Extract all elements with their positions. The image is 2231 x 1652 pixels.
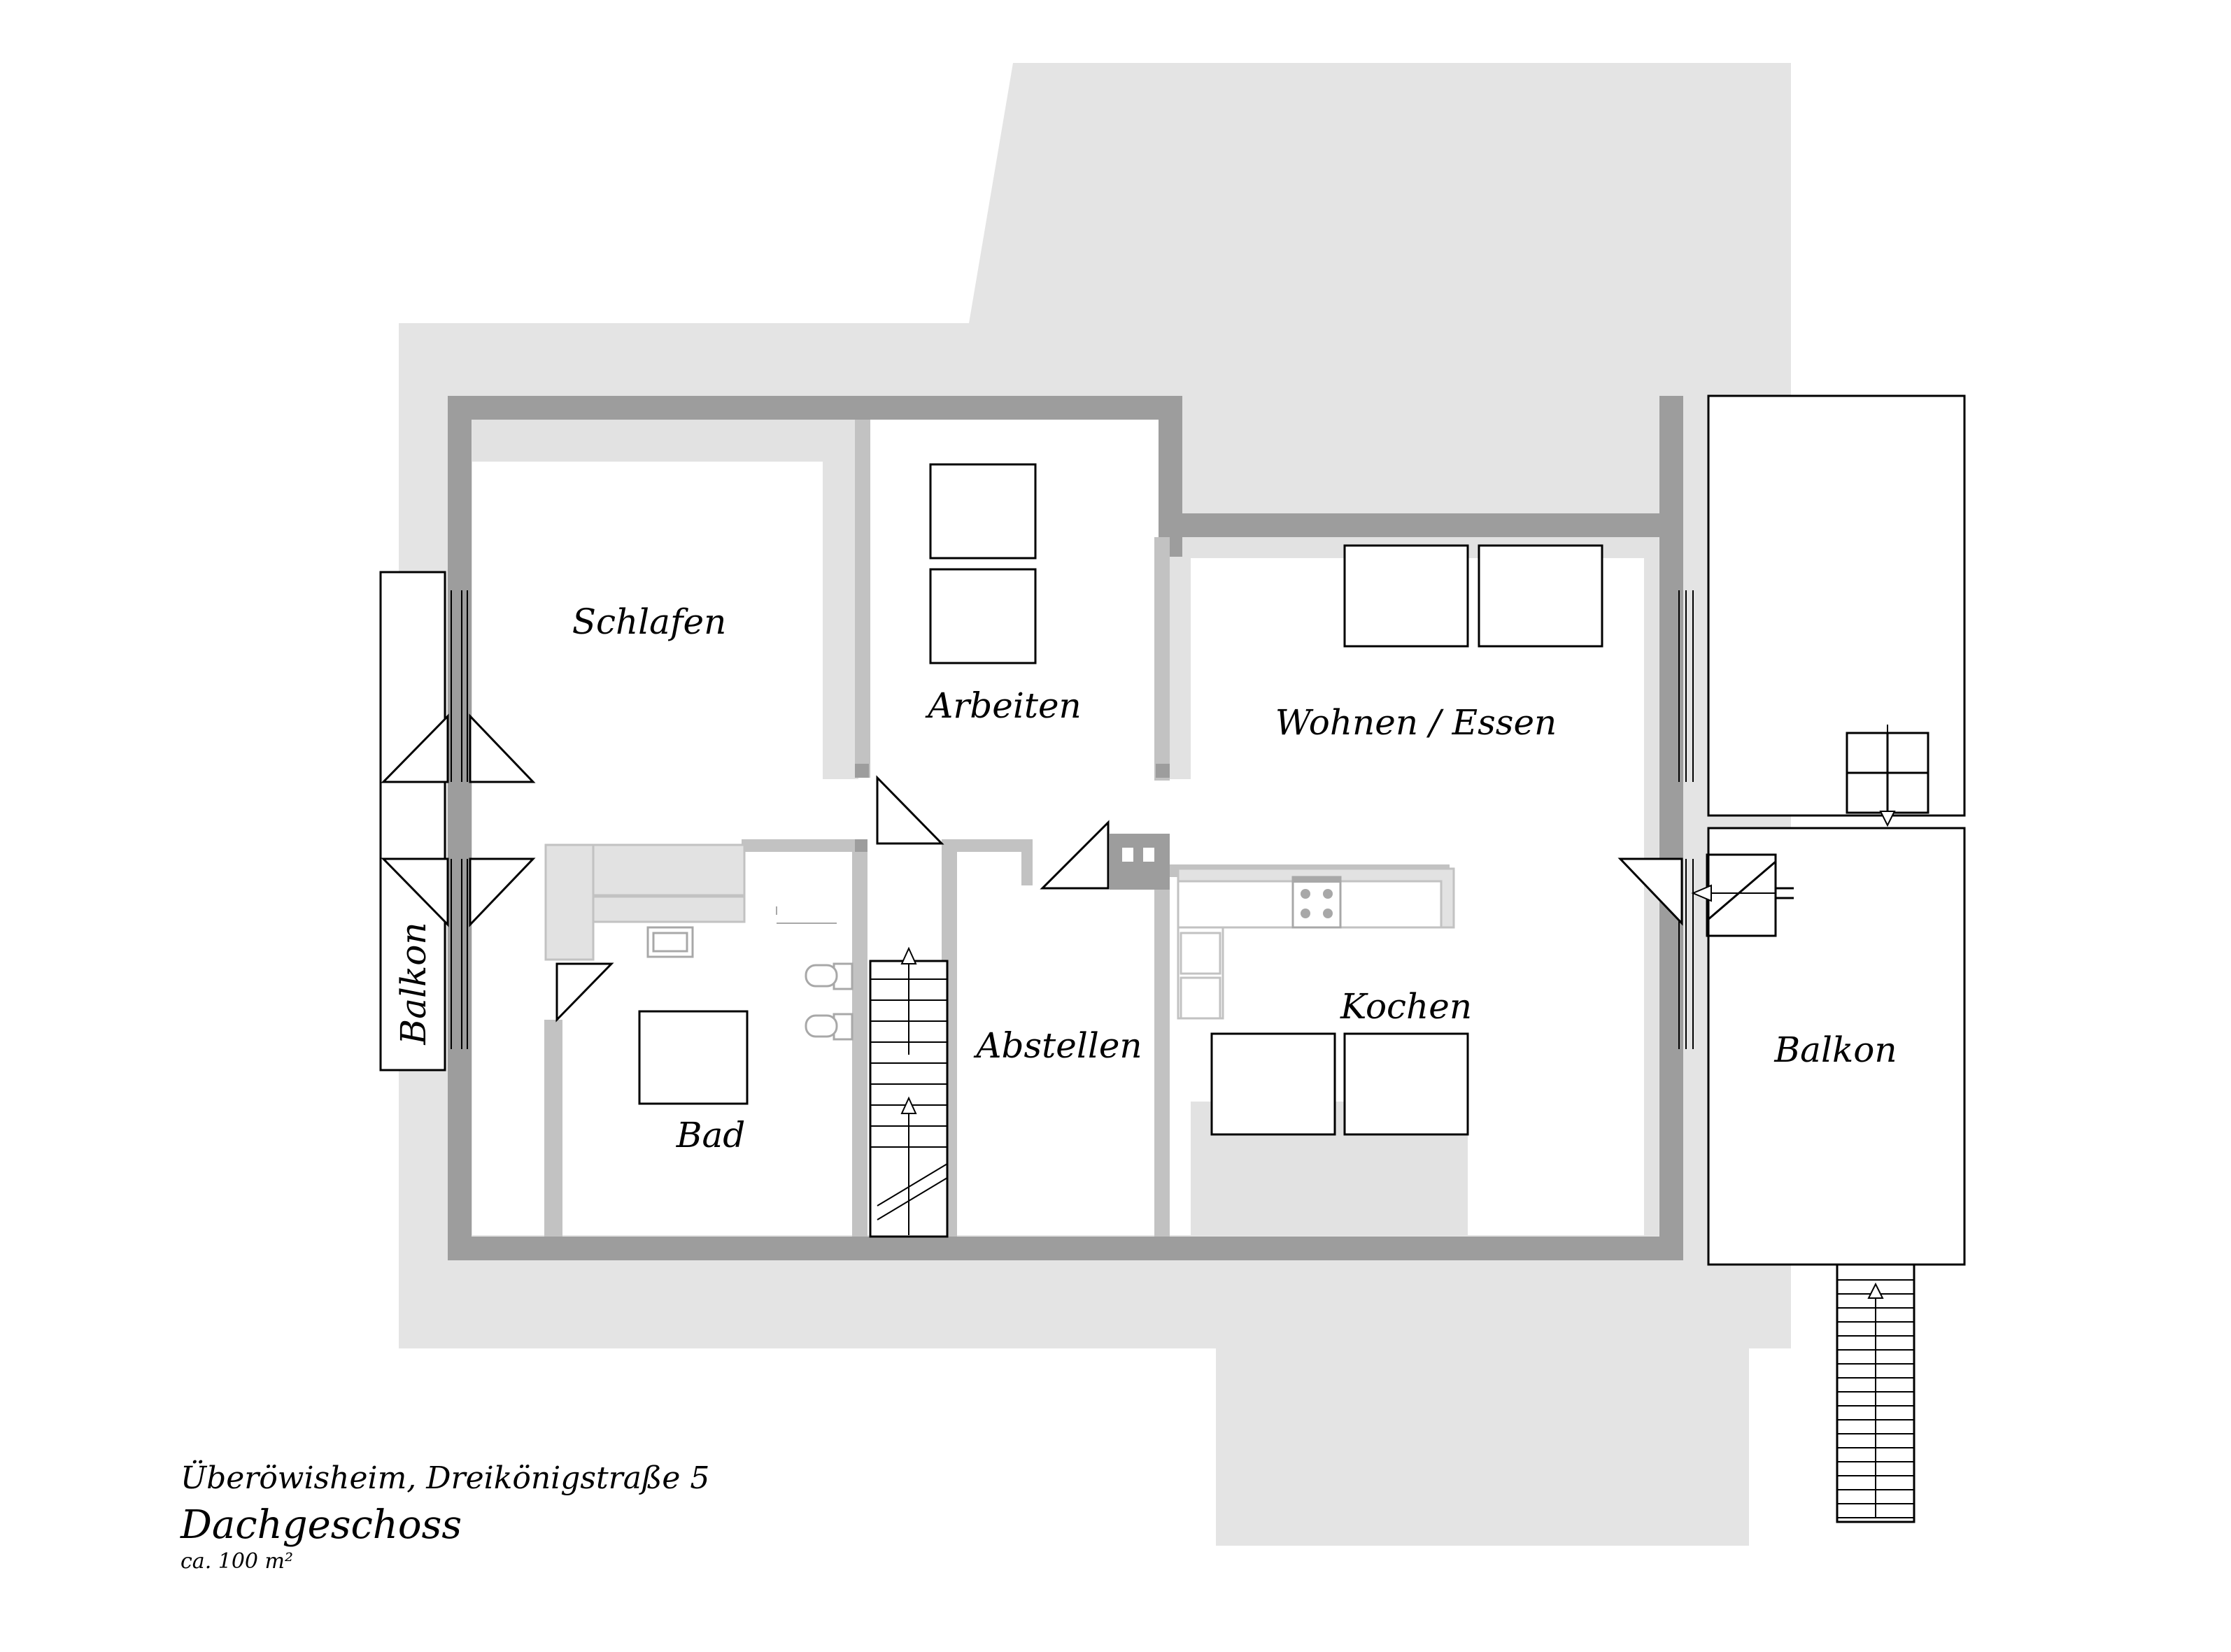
room-labels: Schlafen Arbeiten Wohnen / Essen Kochen … <box>393 601 1897 1155</box>
label-wohnen-essen: Wohnen / Essen <box>1275 702 1557 743</box>
caption-floor: Dachgeschoss <box>180 1502 462 1548</box>
shower-tray <box>638 1010 749 1105</box>
door-swing-bad <box>555 962 614 1023</box>
label-arbeiten: Arbeiten <box>925 685 1081 726</box>
chimney <box>1110 834 1170 890</box>
desk-block <box>929 463 1037 664</box>
caption-area: ca. 100 m² <box>180 1549 294 1574</box>
bad-partition-line <box>776 906 837 924</box>
door-swing-arbeiten <box>876 775 944 845</box>
internal-stair-arrows <box>900 946 917 1235</box>
roof-hatch-arrow <box>1879 725 1896 827</box>
external-stair-arrow <box>1867 1282 1884 1518</box>
toilet-icon <box>805 962 854 1041</box>
internal-stair-diagonals <box>877 1163 948 1220</box>
caption-address: Überöwisheim, Dreikönigstraße 5 <box>180 1460 710 1496</box>
window-right-upper <box>1678 590 1694 782</box>
label-schlafen: Schlafen <box>572 601 727 642</box>
door-swing-abstellen <box>1040 820 1110 890</box>
window-left-upper <box>451 590 468 782</box>
label-balkon-right: Balkon <box>1773 1030 1897 1070</box>
bathroom-cabinets <box>544 843 746 961</box>
door-swing-right <box>1617 857 1683 926</box>
dining-block <box>1210 1032 1469 1136</box>
balcony-right <box>1707 394 1966 1266</box>
balcony-door-arrow <box>1691 884 1776 902</box>
stove-icon <box>1291 876 1342 929</box>
door-swing-left-upper <box>381 713 536 783</box>
label-balkon-left: Balkon <box>393 922 434 1045</box>
label-kochen: Kochen <box>1340 986 1472 1027</box>
sofa-block <box>1343 544 1603 648</box>
outer-walls <box>448 396 1683 1260</box>
window-left-lower <box>451 859 468 1049</box>
balcony-left <box>379 571 446 1071</box>
label-abstellen: Abstellen <box>973 1025 1142 1066</box>
washbasin-icon <box>646 926 694 958</box>
label-bad: Bad <box>676 1115 746 1155</box>
door-swing-left-lower <box>381 857 536 927</box>
